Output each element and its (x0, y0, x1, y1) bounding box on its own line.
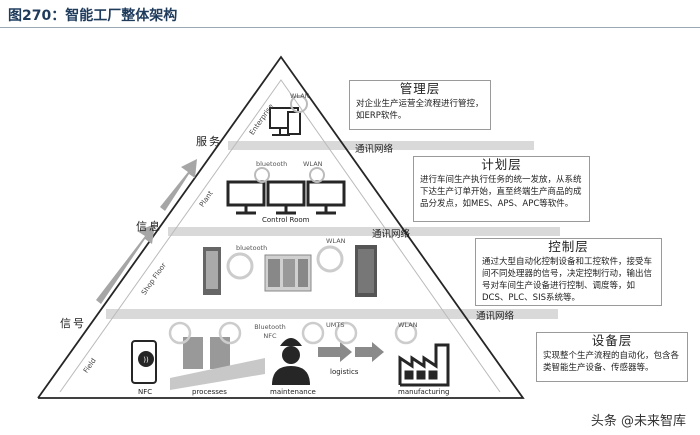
factory-icon (398, 343, 450, 387)
wlan-label: WLAN (303, 160, 323, 168)
label-information: 信息 (136, 220, 162, 233)
wifi-ring (168, 321, 192, 345)
wifi-ring (254, 167, 270, 183)
nfc-caption: NFC (138, 388, 153, 396)
wifi-ring (226, 252, 254, 280)
svg-text:)): )) (143, 356, 149, 364)
computer-icon (269, 107, 301, 136)
wifi-ring (394, 321, 418, 345)
worker-icon (272, 338, 310, 385)
processes-caption: processes (192, 388, 227, 396)
network-label-3: 通讯网络 (476, 311, 515, 322)
processes-icon (170, 337, 265, 390)
layer-title: 管理层 (399, 81, 441, 96)
manufacturing-caption: manufacturing (398, 388, 450, 396)
bluetooth-label: bluetooth (256, 160, 288, 168)
layer-desc: 进行车间生产执行任务的统一发放，从系统下达生产订单开始，直至终端生产商品的成品分… (420, 175, 582, 209)
wlan-label: WLAN (398, 321, 418, 329)
wifi-ring (218, 321, 242, 345)
pyramid-inner (59, 79, 501, 393)
layer-title: 控制层 (548, 239, 589, 254)
layer-box-device: 设备层 实现整个生产流程的自动化，包含各类智能生产设备、传感器等。 (536, 332, 688, 382)
network-band-1 (228, 141, 534, 150)
network-label-2: 通讯网络 (372, 229, 411, 240)
watermark: 头条 @未来智库 (590, 414, 686, 429)
control-room-caption: Control Room (262, 216, 310, 224)
umts-label: UMTS (326, 321, 345, 329)
layer-title: 设备层 (591, 333, 633, 348)
pyramid-outline (37, 55, 525, 399)
layer-title: 计划层 (481, 157, 522, 172)
wifi-ring (290, 95, 308, 113)
monitor-icon (226, 180, 346, 215)
layer-desc: 对企业生产运营全流程进行管控，如ERP软件。 (356, 99, 484, 121)
layer-desc: 通过大型自动化控制设备和工控软件，接受车间不同处理器的信号，决定控制行动，输出信… (482, 257, 653, 303)
wlan-label: WLAN (326, 237, 346, 245)
wifi-ring (334, 321, 358, 345)
bluetooth-nfc-label: Bluetooth NFC (254, 323, 286, 340)
logistics-caption: logistics (330, 368, 359, 376)
network-label-1: 通讯网络 (355, 144, 394, 155)
wifi-ring (301, 321, 325, 345)
figure-title: 图270：智能工厂整体架构 (8, 8, 178, 24)
wifi-ring (316, 245, 344, 273)
wlan-label: WLAN (290, 92, 310, 100)
layer-desc: 实现整个生产流程的自动化，包含各类智能生产设备、传感器等。 (543, 351, 680, 373)
network-band-3 (106, 309, 558, 319)
wifi-ring (309, 167, 325, 183)
label-signal: 信号 (60, 317, 86, 330)
title-divider (0, 27, 700, 28)
network-band-2 (168, 227, 560, 236)
logistics-arrow-icon (318, 342, 384, 362)
label-service: 服务 (196, 135, 222, 148)
layer-box-planning: 计划层 进行车间生产执行任务的统一发放，从系统下达生产订单开始，直至终端生产商品… (413, 156, 590, 222)
bluetooth-label: bluetooth (236, 244, 268, 252)
server-rack-icon (203, 245, 377, 297)
arrow-icon (96, 159, 197, 304)
maintenance-caption: maintenance (270, 388, 316, 396)
layer-box-management: 管理层 对企业生产运营全流程进行管控，如ERP软件。 (349, 80, 491, 130)
smartphone-nfc-icon: )) (131, 340, 157, 384)
layer-box-control: 控制层 通过大型自动化控制设备和工控软件，接受车间不同处理器的信号，决定控制行动… (475, 238, 662, 306)
